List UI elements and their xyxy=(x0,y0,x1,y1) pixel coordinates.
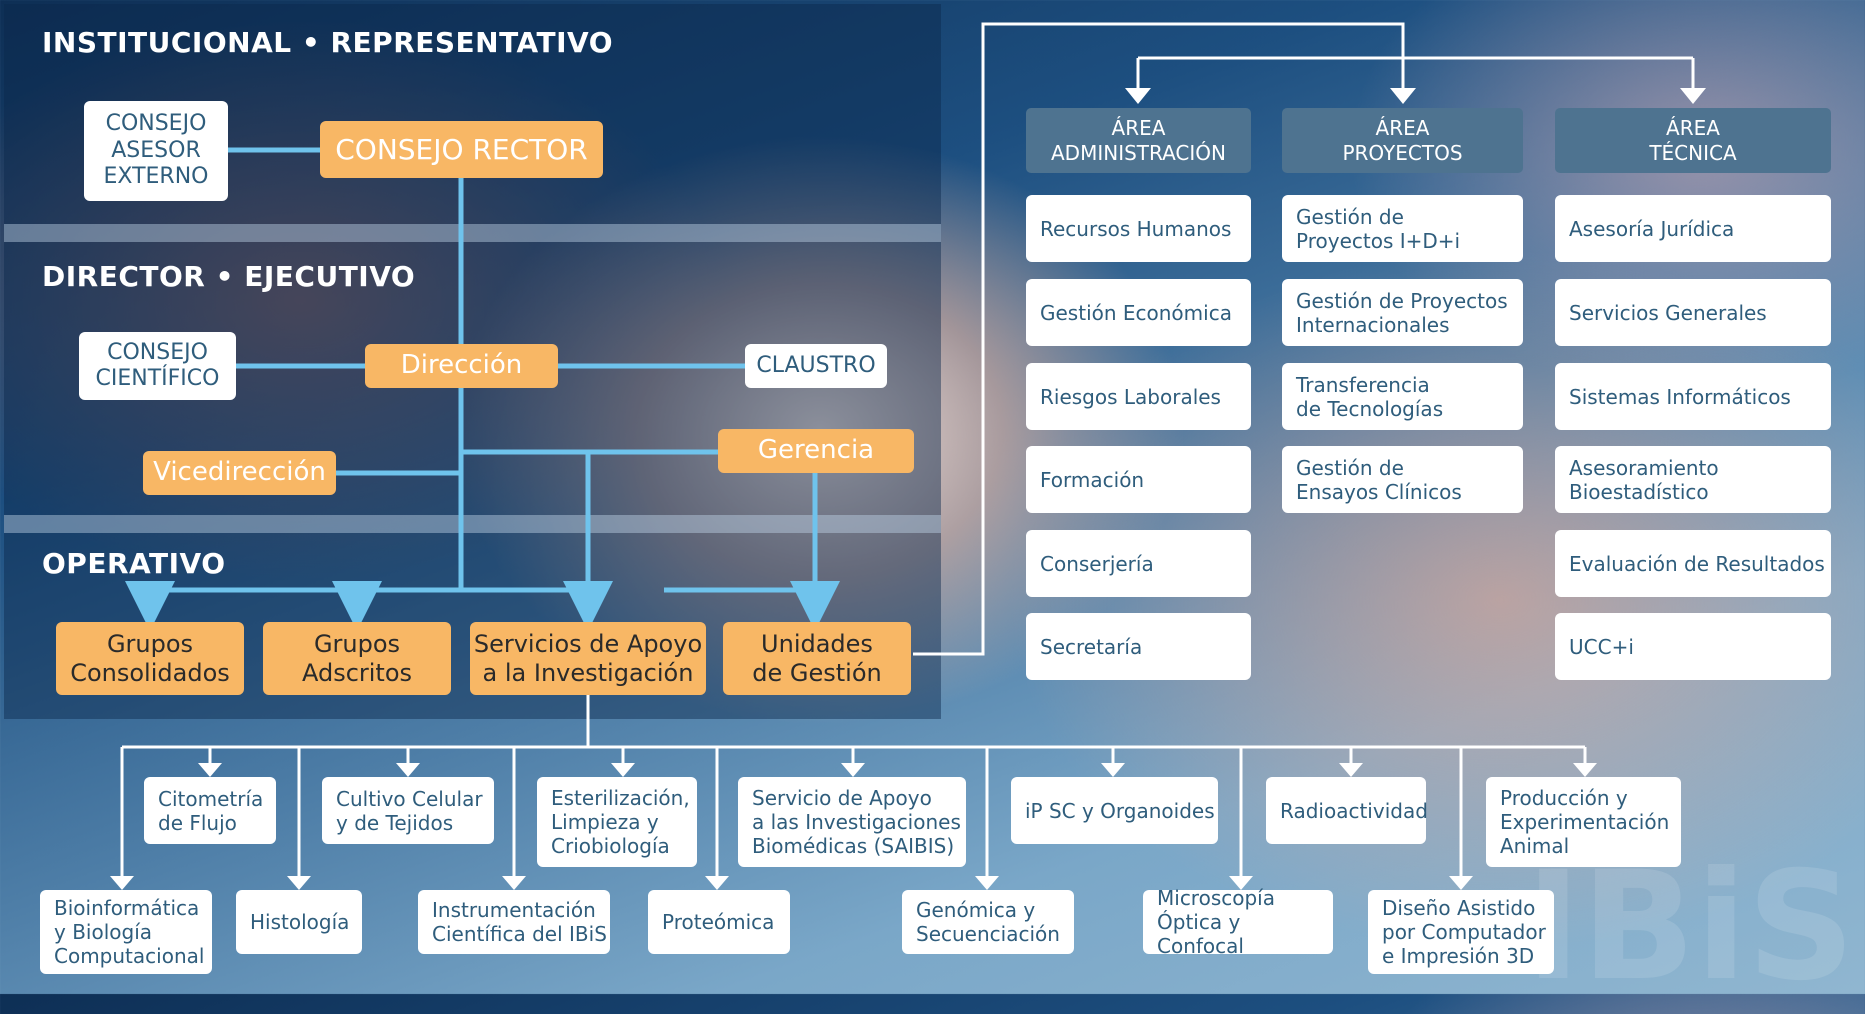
vicedireccion-box: Vicedirección xyxy=(143,451,336,495)
admin-item: Conserjería xyxy=(1026,530,1251,597)
area-administracion-header: ÁREA ADMINISTRACIÓN xyxy=(1026,108,1251,173)
ibis-watermark: IBiS xyxy=(1525,840,1855,1014)
service-box: Radioactividad xyxy=(1266,777,1428,844)
proyectos-item: Gestión de Proyectos Internacionales xyxy=(1282,279,1523,346)
service-box: iP SC y Organoides xyxy=(1011,777,1218,844)
gerencia-box: Gerencia xyxy=(718,429,914,473)
service-box: Histología xyxy=(236,890,362,954)
claustro-box: CLAUSTRO xyxy=(745,344,887,388)
service-box: Microscopía Óptica y Confocal xyxy=(1143,886,1333,958)
consejo-cientifico-box: CONSEJO CIENTÍFICO xyxy=(79,332,236,400)
tecnica-item: Sistemas Informáticos xyxy=(1555,363,1831,430)
section-divider-1 xyxy=(4,224,941,242)
admin-item: Recursos Humanos xyxy=(1026,195,1251,262)
service-box: Producción y Experimentación Animal xyxy=(1486,777,1681,867)
admin-item: Gestión Económica xyxy=(1026,279,1251,346)
service-box: Diseño Asistido por Computador e Impresi… xyxy=(1368,890,1554,974)
unidades-gestion-box: Unidades de Gestión xyxy=(723,622,911,695)
proyectos-item: Transferencia de Tecnologías xyxy=(1282,363,1523,430)
proyectos-item: Gestión de Ensayos Clínicos xyxy=(1282,446,1523,513)
service-box: Proteómica xyxy=(648,890,790,954)
tecnica-item: UCC+i xyxy=(1555,613,1831,680)
grupos-consolidados-box: Grupos Consolidados xyxy=(56,622,244,695)
grupos-adscritos-box: Grupos Adscritos xyxy=(263,622,451,695)
admin-item: Secretaría xyxy=(1026,613,1251,680)
service-box: Bioinformática y Biología Computacional xyxy=(40,890,212,974)
tecnica-item: Asesoramiento Bioestadístico xyxy=(1555,446,1831,513)
section-title-director: DIRECTOR • EJECUTIVO xyxy=(42,260,416,293)
admin-item: Formación xyxy=(1026,446,1251,513)
tecnica-item: Servicios Generales xyxy=(1555,279,1831,346)
service-box: Servicio de Apoyo a las Investigaciones … xyxy=(738,777,966,867)
section-title-institucional: INSTITUCIONAL • REPRESENTATIVO xyxy=(42,26,614,59)
section-divider-2 xyxy=(4,515,941,533)
service-box: Citometría de Flujo xyxy=(144,777,276,844)
consejo-asesor-externo-box: CONSEJO ASESOR EXTERNO xyxy=(84,101,228,201)
section-title-operativo: OPERATIVO xyxy=(42,547,226,580)
service-box: Esterilización, Limpieza y Criobiología xyxy=(537,777,697,867)
tecnica-item: Asesoría Jurídica xyxy=(1555,195,1831,262)
service-box: Instrumentación Científica del IBiS xyxy=(418,890,610,954)
service-box: Genómica y Secuenciación xyxy=(902,890,1074,954)
admin-item: Riesgos Laborales xyxy=(1026,363,1251,430)
service-box: Cultivo Celular y de Tejidos xyxy=(322,777,494,844)
area-proyectos-header: ÁREA PROYECTOS xyxy=(1282,108,1523,173)
consejo-rector-box: CONSEJO RECTOR xyxy=(320,121,603,178)
tecnica-item: Evaluación de Resultados xyxy=(1555,530,1831,597)
servicios-apoyo-box: Servicios de Apoyo a la Investigación xyxy=(470,622,706,695)
direccion-box: Dirección xyxy=(365,344,558,388)
area-tecnica-header: ÁREA TÉCNICA xyxy=(1555,108,1831,173)
proyectos-item: Gestión de Proyectos I+D+i xyxy=(1282,195,1523,262)
